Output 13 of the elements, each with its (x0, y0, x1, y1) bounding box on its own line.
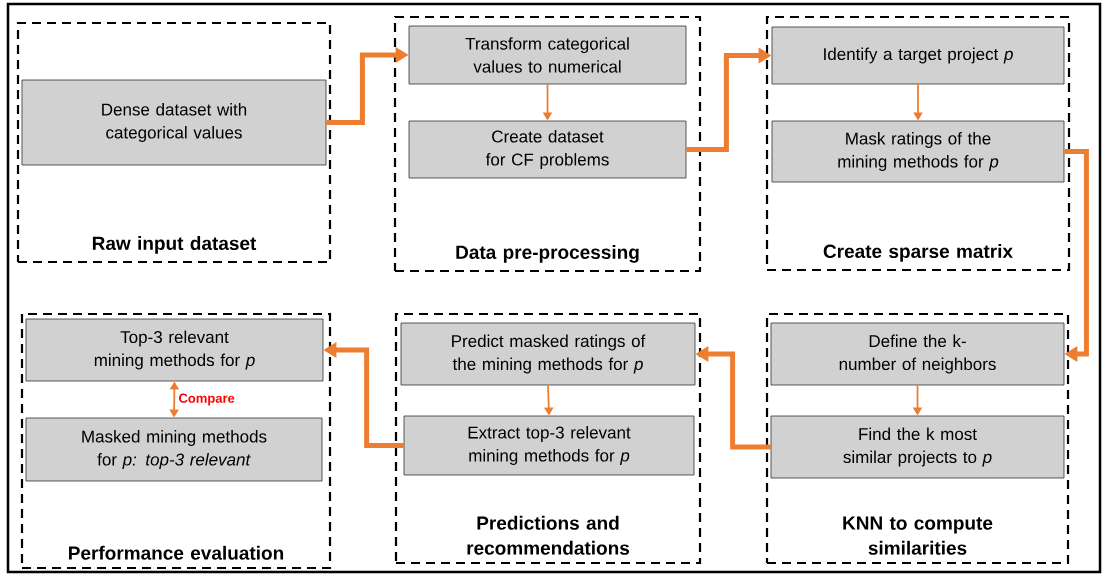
arrow (1064, 149, 1089, 362)
process-box: Find the k most similar projects to p (770, 415, 1065, 479)
process-box: Create dataset for CF problems (408, 120, 687, 179)
process-box: Extract top-3 relevant mining methods for p (403, 415, 695, 476)
edge-label: Compare (179, 393, 235, 406)
process-box: Identify a target project p (771, 26, 1065, 85)
process-box: Mask ratings of the mining methods for p (771, 120, 1065, 183)
process-box: Define the k-number of neighbors (770, 322, 1065, 386)
process-box: Masked mining methods for p: top-3 relevant (25, 417, 323, 482)
process-box: Transform categorical values to numerical (408, 25, 687, 85)
process-box: Predict masked ratings of the mining methods for p (400, 322, 696, 386)
process-box: Top-3 relevant mining methods for p (25, 318, 324, 382)
process-box: Dense dataset with categorical values (21, 79, 327, 166)
